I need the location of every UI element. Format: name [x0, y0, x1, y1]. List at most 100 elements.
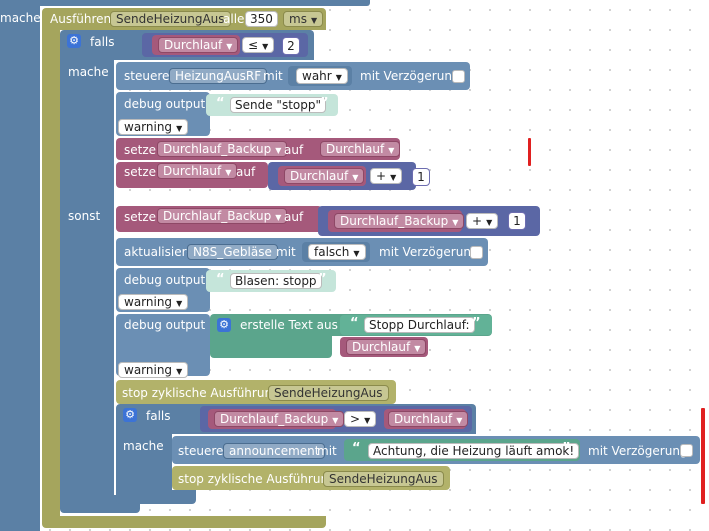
- control-with-label: mit: [263, 69, 283, 83]
- chevron-down-icon: ▼: [352, 173, 359, 182]
- announce-label: steuere: [178, 444, 224, 458]
- schedule-name-field[interactable]: SendeHeizungAus: [110, 11, 231, 27]
- set2-var-dropdown[interactable]: Durchlauf▼: [157, 163, 238, 179]
- announce-delay-checkbox[interactable]: [680, 444, 693, 457]
- chevron-down-icon: ▼: [275, 146, 282, 155]
- set1-label: setze: [124, 143, 157, 157]
- quote-open-icon: “: [352, 441, 361, 456]
- quote-open-icon: “: [350, 316, 359, 331]
- if2-mache-label: mache: [123, 439, 164, 453]
- chevron-down-icon: ▼: [388, 146, 395, 155]
- chevron-down-icon: ▼: [353, 249, 360, 258]
- if2-right-dropdown[interactable]: Durchlauf▼: [388, 411, 469, 427]
- chevron-down-icon: ▼: [414, 344, 421, 353]
- if1-block-rail: [60, 60, 114, 500]
- annotation-mark: [701, 408, 705, 504]
- stop1-name-field[interactable]: SendeHeizungAus: [268, 385, 389, 401]
- debug1-label: debug output: [124, 97, 206, 111]
- control-delay-label: mit Verzögerung: [360, 69, 460, 83]
- debug3-var-dropdown[interactable]: Durchlauf▼: [346, 339, 427, 355]
- debug3-create-label: erstelle Text aus: [240, 318, 338, 332]
- set1-value-dropdown[interactable]: Durchlauf▼: [320, 141, 401, 157]
- chevron-down-icon: ▼: [452, 218, 459, 227]
- update-target-field[interactable]: N8S_Gebläse: [187, 244, 278, 260]
- control-value-dropdown[interactable]: wahr▼: [296, 68, 348, 84]
- quote-close-icon: ”: [320, 96, 329, 111]
- outer-block-rail: [0, 0, 40, 531]
- announce-target-field[interactable]: announcement: [223, 443, 326, 459]
- outer-block-top: [40, 0, 370, 6]
- debug1-level-dropdown[interactable]: warning▼: [118, 119, 189, 135]
- debug3-label: debug output: [124, 318, 206, 332]
- update-with-label: mit: [276, 245, 296, 259]
- if2-left-dropdown[interactable]: Durchlauf_Backup▼: [214, 411, 345, 427]
- schedule-block-rail: [42, 30, 60, 518]
- control-delay-checkbox[interactable]: [452, 70, 465, 83]
- quote-open-icon: “: [216, 272, 225, 287]
- if2-op-dropdown[interactable]: >▼: [344, 411, 377, 427]
- if1-op-dropdown[interactable]: ≤▼: [242, 37, 275, 53]
- debug2-level-dropdown[interactable]: warning▼: [118, 294, 189, 310]
- chevron-down-icon: ▼: [226, 42, 233, 51]
- gear-icon[interactable]: ⚙: [67, 34, 81, 48]
- update-delay-checkbox[interactable]: [470, 246, 483, 259]
- annotation-mark: [528, 138, 531, 166]
- debug2-text-field[interactable]: Blasen: stopp: [230, 273, 322, 289]
- control-target-field[interactable]: HeizungAusRF: [169, 68, 268, 84]
- set3-label: setze: [124, 210, 157, 224]
- if1-value-field[interactable]: 2: [282, 37, 300, 55]
- chevron-down-icon: ▼: [225, 168, 232, 177]
- set3-num-field[interactable]: 1: [508, 212, 526, 230]
- chevron-down-icon: ▼: [486, 218, 493, 227]
- if2-falls-label: falls: [146, 409, 171, 423]
- announce-delay-label: mit Verzögerung: [588, 444, 688, 458]
- announce-text-field[interactable]: Achtung, die Heizung läuft amok!: [368, 443, 580, 459]
- set2-num-field[interactable]: 1: [412, 168, 430, 186]
- if1-mache-label: mache: [68, 65, 109, 79]
- chevron-down-icon: ▼: [262, 42, 269, 51]
- chevron-down-icon: ▼: [275, 213, 282, 222]
- gear-icon[interactable]: ⚙: [123, 408, 137, 422]
- stop2-name-field[interactable]: SendeHeizungAus: [323, 471, 444, 487]
- if1-var-dropdown[interactable]: Durchlauf▼: [158, 37, 239, 53]
- schedule-unit-dropdown[interactable]: ms▼: [283, 11, 324, 27]
- set1-to-label: auf: [284, 143, 304, 157]
- set1-var-dropdown[interactable]: Durchlauf_Backup▼: [157, 141, 288, 157]
- chevron-down-icon: ▼: [335, 73, 342, 82]
- set3-to-label: auf: [284, 210, 304, 224]
- quote-close-icon: ”: [472, 316, 481, 331]
- chevron-down-icon: ▼: [310, 16, 318, 25]
- set3-var-dropdown[interactable]: Durchlauf_Backup▼: [157, 208, 288, 224]
- chevron-down-icon: ▼: [176, 299, 183, 308]
- if2-block-rail: [116, 434, 172, 500]
- chevron-down-icon: ▼: [176, 124, 183, 133]
- gear-icon[interactable]: ⚙: [217, 318, 231, 332]
- set3-operand-dropdown[interactable]: Durchlauf_Backup▼: [334, 213, 465, 229]
- update-label: aktualisiere: [124, 245, 194, 259]
- stop1-label: stop zyklische Ausführung: [122, 386, 280, 400]
- debug3-text-field[interactable]: Stopp Durchlauf:: [364, 317, 475, 333]
- set2-label: setze: [124, 165, 157, 179]
- schedule-execute-label: Ausführen: [50, 12, 112, 26]
- chevron-down-icon: ▼: [364, 416, 371, 425]
- control-label: steuere: [124, 69, 170, 83]
- set2-to-label: auf: [236, 165, 256, 179]
- debug3-level-dropdown[interactable]: warning▼: [118, 362, 189, 378]
- schedule-every-label: alle: [223, 12, 245, 26]
- outer-mache-label: mache: [0, 11, 41, 25]
- debug1-text-field[interactable]: Sende "stopp": [230, 97, 326, 113]
- set2-operand-dropdown[interactable]: Durchlauf▼: [284, 168, 365, 184]
- chevron-down-icon: ▼: [390, 173, 397, 182]
- quote-close-icon: ”: [562, 441, 571, 456]
- quote-open-icon: “: [216, 96, 225, 111]
- set2-op-dropdown[interactable]: +▼: [370, 168, 403, 184]
- if1-sonst-label: sonst: [68, 209, 101, 223]
- set3-op-dropdown[interactable]: +▼: [466, 213, 499, 229]
- announce-with-label: mit: [317, 444, 337, 458]
- update-value-dropdown[interactable]: falsch▼: [308, 244, 366, 260]
- if1-falls-label: falls: [90, 35, 115, 49]
- schedule-block-bottom: [42, 516, 326, 528]
- if2-block-bottom: [116, 490, 196, 504]
- schedule-interval-field[interactable]: 350: [245, 11, 278, 27]
- debug3-join-block-lower: [210, 336, 332, 358]
